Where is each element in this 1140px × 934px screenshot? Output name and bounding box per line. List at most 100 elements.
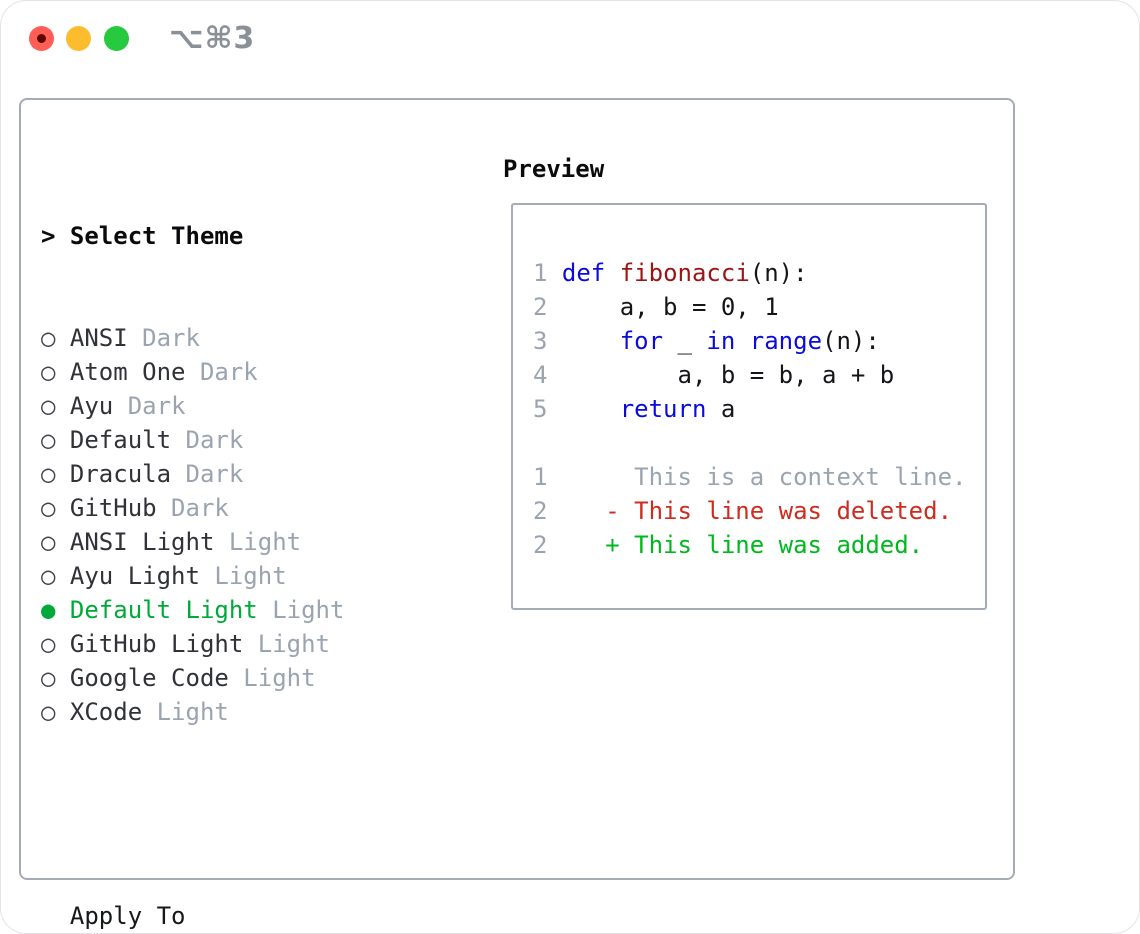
- theme-option[interactable]: ○ Ayu Light Light: [41, 559, 493, 593]
- theme-name: XCode: [69, 698, 143, 726]
- line-number: 2: [533, 497, 548, 525]
- theme-name: ANSI: [69, 324, 128, 352]
- theme-variant: Light: [243, 630, 330, 658]
- line-number: 2: [533, 531, 548, 559]
- code-token: a, b = 0, 1: [561, 293, 779, 321]
- code-token: [562, 395, 620, 423]
- line-number: 5: [533, 395, 548, 423]
- theme-picker-column: > Select Theme ○ ANSI Dark○ Atom One Dar…: [41, 151, 493, 933]
- radio-icon: ○: [41, 358, 56, 386]
- theme-name: Ayu: [69, 392, 114, 420]
- theme-variant: Dark: [156, 494, 229, 522]
- titlebar: ⌥⌘3: [1, 1, 1139, 77]
- theme-option[interactable]: ○ ANSI Dark: [41, 321, 493, 355]
- radio-icon: ○: [41, 562, 56, 590]
- select-theme-heading: > Select Theme: [41, 219, 493, 253]
- theme-option[interactable]: ○ Atom One Dark: [41, 355, 493, 389]
- diff-line: 2 + This line was added.: [533, 528, 985, 562]
- main-panel: > Select Theme ○ ANSI Dark○ Atom One Dar…: [19, 98, 1015, 930]
- code-token: def: [561, 259, 606, 287]
- focus-caret-icon: >: [41, 222, 56, 250]
- theme-variant: Light: [142, 698, 229, 726]
- close-button[interactable]: [29, 26, 54, 51]
- code-token: (n):: [749, 259, 808, 287]
- theme-option[interactable]: ○ ANSI Light Light: [41, 525, 493, 559]
- preview-column: Preview 1 def fibonacci(n):2 a, b = 0, 1…: [503, 152, 987, 610]
- code-token: _: [663, 327, 707, 355]
- close-button-dot-icon: [37, 34, 46, 43]
- theme-option[interactable]: ○ Ayu Dark: [41, 389, 493, 423]
- theme-name: Default Light: [69, 596, 258, 624]
- radio-icon: ○: [41, 460, 56, 488]
- code-line: 5 return a: [533, 392, 985, 426]
- code-line: 4 a, b = b, a + b: [533, 358, 985, 392]
- diff-block: 1 This is a context line.2 - This line w…: [533, 460, 985, 562]
- code-token: a, b = b, a + b: [561, 361, 895, 389]
- code-token: a: [706, 395, 736, 423]
- code-token: range: [749, 327, 823, 355]
- theme-variant: Dark: [127, 324, 200, 352]
- selected-radio-icon: ●: [41, 596, 56, 624]
- line-number: 1: [533, 259, 548, 287]
- theme-option[interactable]: ○ GitHub Dark: [41, 491, 493, 525]
- theme-list: ○ ANSI Dark○ Atom One Dark○ Ayu Dark○ De…: [41, 321, 493, 729]
- code-token: [562, 327, 620, 355]
- diff-line: 2 - This line was deleted.: [533, 494, 985, 528]
- window-title: ⌥⌘3: [169, 21, 256, 56]
- line-number: 3: [533, 327, 548, 355]
- theme-name: Ayu Light: [69, 562, 200, 590]
- theme-option[interactable]: ○ Google Code Light: [41, 661, 493, 695]
- minimize-button[interactable]: [66, 26, 91, 51]
- theme-option[interactable]: ○ GitHub Light Light: [41, 627, 493, 661]
- code-line: 2 a, b = 0, 1: [533, 290, 985, 324]
- radio-icon: ○: [41, 494, 56, 522]
- code-token: fibonacci: [619, 259, 750, 287]
- code-token: [605, 259, 619, 287]
- zoom-button[interactable]: [104, 26, 129, 51]
- theme-name: GitHub Light: [69, 630, 244, 658]
- code-line: 1 def fibonacci(n):: [533, 256, 985, 290]
- diff-text: - This line was deleted.: [605, 497, 953, 525]
- code-token: for: [619, 327, 664, 355]
- theme-option[interactable]: ○ XCode Light: [41, 695, 493, 729]
- apply-to-heading: Apply To: [69, 902, 186, 930]
- radio-icon: ○: [41, 426, 56, 454]
- select-theme-heading-label: Select Theme: [69, 222, 244, 250]
- code-line: 3 for _ in range(n):: [533, 324, 985, 358]
- line-number: 1: [533, 463, 548, 491]
- radio-icon: ○: [41, 698, 56, 726]
- diff-text: This is a context line.: [605, 463, 967, 491]
- code-token: in: [706, 327, 736, 355]
- theme-variant: Light: [228, 664, 316, 692]
- theme-variant: Light: [257, 596, 345, 624]
- code-token: return: [619, 395, 707, 423]
- radio-icon: ○: [41, 528, 56, 556]
- theme-name: Default: [69, 426, 172, 454]
- line-number: 2: [533, 293, 548, 321]
- theme-option[interactable]: ● Default Light Light: [41, 593, 493, 627]
- theme-variant: Dark: [171, 460, 244, 488]
- theme-variant: Light: [199, 562, 287, 590]
- theme-name: GitHub: [69, 494, 157, 522]
- theme-variant: Dark: [171, 426, 244, 454]
- theme-variant: Dark: [185, 358, 258, 386]
- spacer: [41, 797, 493, 831]
- code-token: (n):: [822, 327, 880, 355]
- theme-name: Dracula: [69, 460, 172, 488]
- line-number: 4: [533, 361, 548, 389]
- radio-icon: ○: [41, 664, 56, 692]
- theme-option[interactable]: ○ Dracula Dark: [41, 457, 493, 491]
- theme-name: ANSI Light: [69, 528, 215, 556]
- theme-variant: Dark: [113, 392, 186, 420]
- radio-icon: ○: [41, 392, 56, 420]
- diff-line: 1 This is a context line.: [533, 460, 985, 494]
- code-token: [735, 327, 749, 355]
- radio-icon: ○: [41, 630, 56, 658]
- radio-icon: ○: [41, 324, 56, 352]
- theme-name: Atom One: [69, 358, 186, 386]
- diff-text: + This line was added.: [605, 531, 924, 559]
- theme-option[interactable]: ○ Default Dark: [41, 423, 493, 457]
